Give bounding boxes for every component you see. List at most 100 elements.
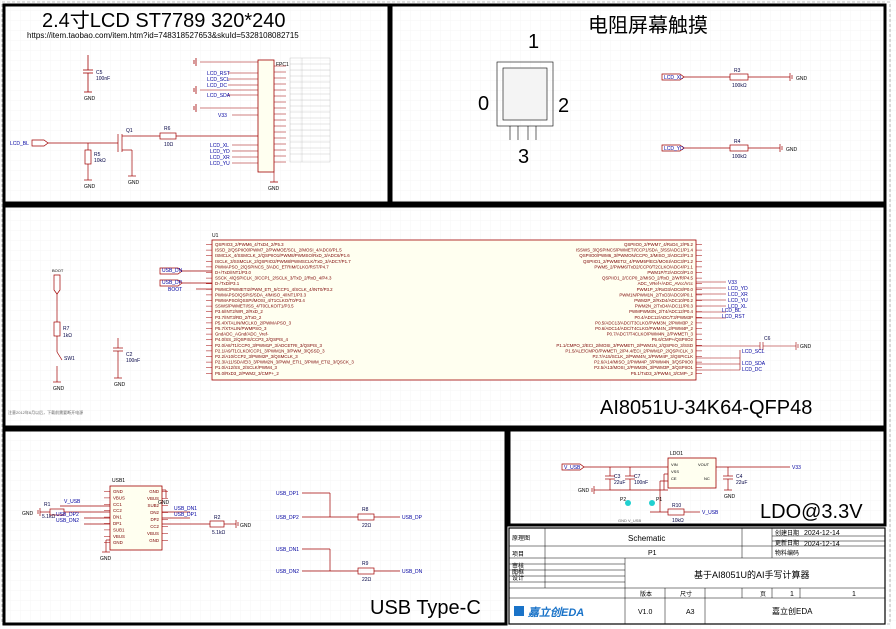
net-lcd-yu: LCD_YU bbox=[210, 161, 230, 167]
usb-dp1-right: USB_DP1 bbox=[174, 512, 197, 518]
ldo-pad-p1 bbox=[649, 500, 655, 506]
lcd-r6-value: 10Ω bbox=[164, 142, 174, 148]
usb-ref: USB1 bbox=[112, 478, 125, 484]
ldo-panel-title: LDO@3.3V bbox=[760, 501, 863, 523]
pin-label: CC1 bbox=[113, 502, 122, 507]
pin-label: D-/TxD/P3.1 bbox=[215, 281, 240, 286]
pin-label: CC2 bbox=[150, 524, 159, 529]
pin-label: GND bbox=[149, 489, 159, 494]
tb-page-total: 1 bbox=[852, 591, 856, 598]
pin-label: P1.0/A12/SS_2/SCLK/PWM4_3 bbox=[215, 365, 278, 370]
lcd-c5 bbox=[83, 55, 93, 93]
usb-r1-value: 5.1kΩ bbox=[42, 514, 55, 520]
usb-dn1-right: USB_DN1 bbox=[174, 506, 197, 512]
usb-panel: USB Type-C USB1 GNDVBUSCC1CC2DN1DP1SUB1V… bbox=[2, 428, 508, 626]
ldo-r10-ref: R10 bbox=[672, 503, 681, 509]
usb-r1-ref: R1 bbox=[44, 502, 51, 508]
pin-label: QSPIIO3_2/PWM6_4/TxD4_2/P5.3 bbox=[215, 242, 284, 247]
lcd-panel: 2.4寸LCD ST7789 320*240 https://item.taob… bbox=[2, 3, 391, 205]
tb-page-num: 1 bbox=[790, 591, 794, 598]
ldo-input-net: V_USB bbox=[564, 465, 581, 471]
pin-label: P2.0/A8/T1/CCP0_3/PWM1P_3/ADCETRI_3/QSPI… bbox=[215, 343, 322, 348]
pin-label: VBUS bbox=[147, 531, 159, 536]
pin-label: P2.3/A11/SDA/EI3_3/PWM2N_3/PWM_ETI1_3/PW… bbox=[215, 360, 354, 365]
pin-label: GND bbox=[113, 489, 123, 494]
touch-r4-net: LCD_YD bbox=[664, 146, 684, 152]
mcu-usb-dn-flag: USB_DN bbox=[162, 268, 183, 274]
usb-gnd-bottom: GND bbox=[100, 556, 112, 562]
touch-screen-symbol bbox=[496, 61, 554, 140]
ldo-pin-ce: CE bbox=[671, 476, 677, 481]
mcu-sw1-gnd: GND bbox=[53, 386, 65, 392]
ldo-c4-ref: C4 bbox=[736, 474, 743, 480]
pin-label: P2.5/A13/MOSI_2/PWM3N_3/PWM3P_3/QSPIIO1 bbox=[594, 365, 693, 370]
mcu-note: 注意2012年6月以后，下载前需要断开电源 bbox=[8, 409, 83, 415]
pin-label: P0.4/ADC12/ADC/T3/PWM3P bbox=[634, 315, 693, 320]
lcd-panel-url: https://item.taobao.com/item.htm?id=7483… bbox=[27, 31, 299, 40]
title-block: 原理图 项目 审核 图框 设计 Schematic P1 创建日期 2024-1… bbox=[508, 527, 886, 625]
usb-r8-ref: R8 bbox=[362, 507, 369, 513]
touch-panel: 电阻屏幕触摸 1 0 2 3 LCD_XL bbox=[389, 3, 887, 205]
tb-updated-label: 更新日期 bbox=[775, 539, 799, 547]
pin-label: QSPIIO0_2/PWM7_4/RxD4_2/P5.2 bbox=[624, 242, 694, 247]
usb-r1-gnd: GND bbox=[22, 511, 34, 517]
tb-size: A3 bbox=[686, 609, 695, 616]
ldo-pad-p2 bbox=[625, 500, 631, 506]
usb-dp2-left: USB_DP2 bbox=[56, 512, 79, 518]
usb-panel-title: USB Type-C bbox=[370, 597, 481, 619]
pin-label: VBUS bbox=[113, 495, 125, 500]
touch-r3-net: LCD_XL bbox=[664, 75, 683, 81]
tb-version-label: 版本 bbox=[640, 590, 652, 598]
pin-label: P2.7/A15/SCLK_2/PWM4N_3/PWM4P_3/QSPICLK bbox=[592, 354, 693, 359]
pin-label: ISMCLK_4/SSMCLK_2/QSPIIO1/PWM8/PWMSO/RxD… bbox=[215, 253, 350, 258]
pin-label: PWMAPSO_2/QSPINCS_3/ADC_ETRIM/CLKO/RST/P… bbox=[215, 264, 329, 269]
ldo-p1-ref: P1 bbox=[656, 497, 662, 503]
pin-label: DN1 bbox=[113, 515, 122, 520]
tb-page-name: P1 bbox=[648, 550, 657, 557]
pin-label: P2.1/A9/T1CLKO/CCP1_3/PWM1N_3/PWM_3/QSSD… bbox=[215, 348, 325, 353]
pin-label: ADC_VRef+/ADC_AVcc/Vcc bbox=[638, 281, 694, 286]
ldo-c7-ref: C7 bbox=[634, 474, 641, 480]
usb-net-dn2: USB_DN2 bbox=[276, 569, 299, 575]
usb-dn-out: USB_DN bbox=[402, 569, 423, 575]
pin-label: P1.1/CMPO_2/ECI_2/MOSI_3/PWMETI_2/PWM1N_… bbox=[556, 343, 693, 348]
mcu-boot-net: BOOT bbox=[168, 287, 182, 293]
mcu-left-pin-list: QSPIIO3_2/PWM6_4/TxD4_2/P5.3ISSD_2/QSPII… bbox=[206, 242, 354, 376]
ldo-pin-vss: VSS bbox=[671, 469, 679, 474]
touch-label-1: 1 bbox=[528, 31, 539, 53]
tb-drawn-label: 物料编码 bbox=[775, 549, 799, 557]
pin-label: P5.0/RxD3_2/PWM2_3/CMP+_2 bbox=[215, 371, 279, 376]
pin-label: PWMAPSO/QSSPI/MOSI_4/T1CLKO/T0/P3.4 bbox=[215, 298, 305, 303]
ldo-chip bbox=[667, 457, 717, 489]
touch-panel-title: 电阻屏幕触摸 bbox=[588, 14, 708, 37]
lcd-c5-ref: C5 bbox=[96, 70, 103, 76]
mcu-lcd-scl: LCD_SCL bbox=[742, 349, 765, 355]
mcu-panel: AI8051U-34K64-QFP48 注意2012年6月以后，下载前需要断开电… bbox=[2, 204, 887, 429]
net-lcd-sda: LCD_SDA bbox=[207, 93, 231, 99]
lcd-panel-title: 2.4寸LCD ST7789 320*240 bbox=[42, 9, 286, 32]
pin-label: PWM1P_2/RxD3/ADC8/P0.0 bbox=[637, 287, 694, 292]
pin-label: P1.5/ALE/CMPO/PWMETI_2/P4.4/ECI_2/PWM1P_… bbox=[565, 348, 693, 353]
pin-label: DP1 bbox=[113, 521, 122, 526]
lcd-c5-value: 100nF bbox=[96, 76, 110, 82]
lcd-fpc-ref: FPC1 bbox=[276, 62, 289, 68]
pin-label: P0.6/ADC14/ADC/T4CLKO/PWM4N_2/PWM4P_2 bbox=[595, 326, 693, 331]
tb-version: V1.0 bbox=[638, 609, 653, 616]
lcd-fpc-gnd: GND bbox=[268, 186, 280, 192]
mcu-right-pin-list: QSPIIO0_2/PWM7_4/RxD4_2/P5.2ISSWS_3/QSPI… bbox=[556, 242, 702, 376]
touch-r3-ref: R3 bbox=[734, 68, 741, 74]
usb-dn2-left: USB_DN2 bbox=[56, 518, 79, 524]
mcu-lcd-sda: LCD_SDA bbox=[742, 361, 766, 367]
touch-r3-gnd: GND bbox=[796, 76, 808, 82]
pin-label: P4.0/SS_2/QSPIS/CCP3_2/QSPIS_4 bbox=[215, 337, 289, 342]
lcd-r5-value: 10kΩ bbox=[94, 158, 106, 164]
pin-label: P3.6/INT2/WR_2/RxD_2 bbox=[215, 309, 263, 314]
touch-label-3: 3 bbox=[518, 146, 529, 168]
ldo-pad-note: GND V_USB bbox=[618, 518, 641, 523]
net-lcd-rst: LCD_RST bbox=[207, 71, 230, 77]
ldo-pin-nc: NC bbox=[704, 476, 710, 481]
ldo-c4-gnd: GND bbox=[724, 494, 736, 500]
mcu-sw1-ref: SW1 bbox=[64, 356, 75, 362]
mcu-usb-dp-flag: USB_DP bbox=[162, 280, 183, 286]
